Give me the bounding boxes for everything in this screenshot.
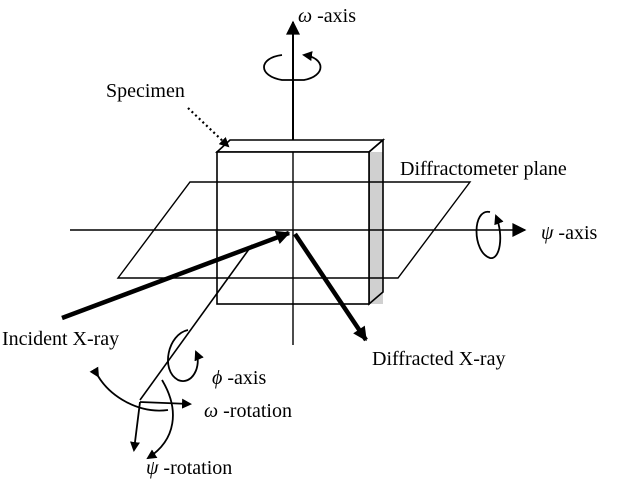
specimen-top-face bbox=[214, 139, 386, 153]
omega-axis-symbol: ω bbox=[298, 5, 312, 27]
psi-rotation-arrow bbox=[130, 401, 141, 452]
psi-axis-symbol: ψ bbox=[541, 222, 554, 244]
diffracted-xray-beam bbox=[293, 232, 368, 342]
incident-xray-label: Incident X-ray bbox=[2, 328, 119, 350]
phi-axis-line bbox=[139, 244, 253, 401]
diffracted-xray-label: Diffracted X-ray bbox=[372, 348, 505, 370]
diffractometer-plane-label: Diffractometer plane bbox=[400, 158, 567, 180]
phi-axis-symbol: ϕ bbox=[212, 367, 222, 389]
phi-axis-label: ϕ -axis bbox=[212, 367, 266, 389]
omega-rotation-label: ω -rotation bbox=[204, 400, 292, 422]
specimen-side-face bbox=[369, 152, 383, 304]
psi-rotation-curl-icon bbox=[146, 379, 174, 460]
phi-axis-text: -axis bbox=[222, 367, 266, 389]
specimen-block bbox=[214, 138, 386, 306]
omega-rotation-symbol: ω bbox=[204, 400, 218, 422]
psi-rotation-label: ψ -rotation bbox=[146, 457, 232, 479]
specimen-label: Specimen bbox=[106, 80, 185, 102]
specimen-pointer bbox=[187, 107, 230, 148]
psi-rotation-symbol: ψ bbox=[146, 457, 159, 479]
omega-rotation-arrow bbox=[139, 398, 192, 409]
psi-rotation-text: -rotation bbox=[158, 457, 232, 479]
omega-axis-rotation-icon bbox=[263, 51, 322, 81]
omega-axis-text: -axis bbox=[312, 5, 356, 27]
psi-axis-rotation-icon bbox=[475, 211, 504, 259]
omega-rotation-text: -rotation bbox=[218, 400, 292, 422]
omega-rotation-curl-icon bbox=[89, 366, 169, 412]
diffractometer-plane bbox=[116, 181, 472, 279]
psi-axis-label: ψ -axis bbox=[541, 222, 598, 244]
omega-axis-label: ω -axis bbox=[298, 5, 356, 27]
psi-axis-text: -axis bbox=[553, 222, 597, 244]
phi-axis-rotation-icon bbox=[167, 329, 204, 382]
